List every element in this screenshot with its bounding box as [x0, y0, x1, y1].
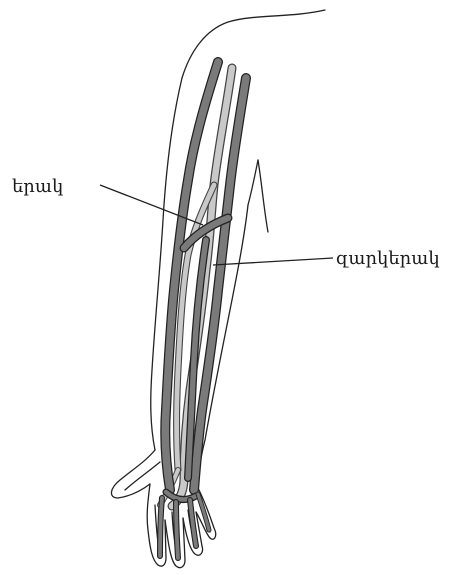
vein-label: երակ — [12, 176, 63, 197]
artery-label: զարկերակ — [336, 248, 440, 269]
artery-leader-line — [213, 258, 333, 265]
